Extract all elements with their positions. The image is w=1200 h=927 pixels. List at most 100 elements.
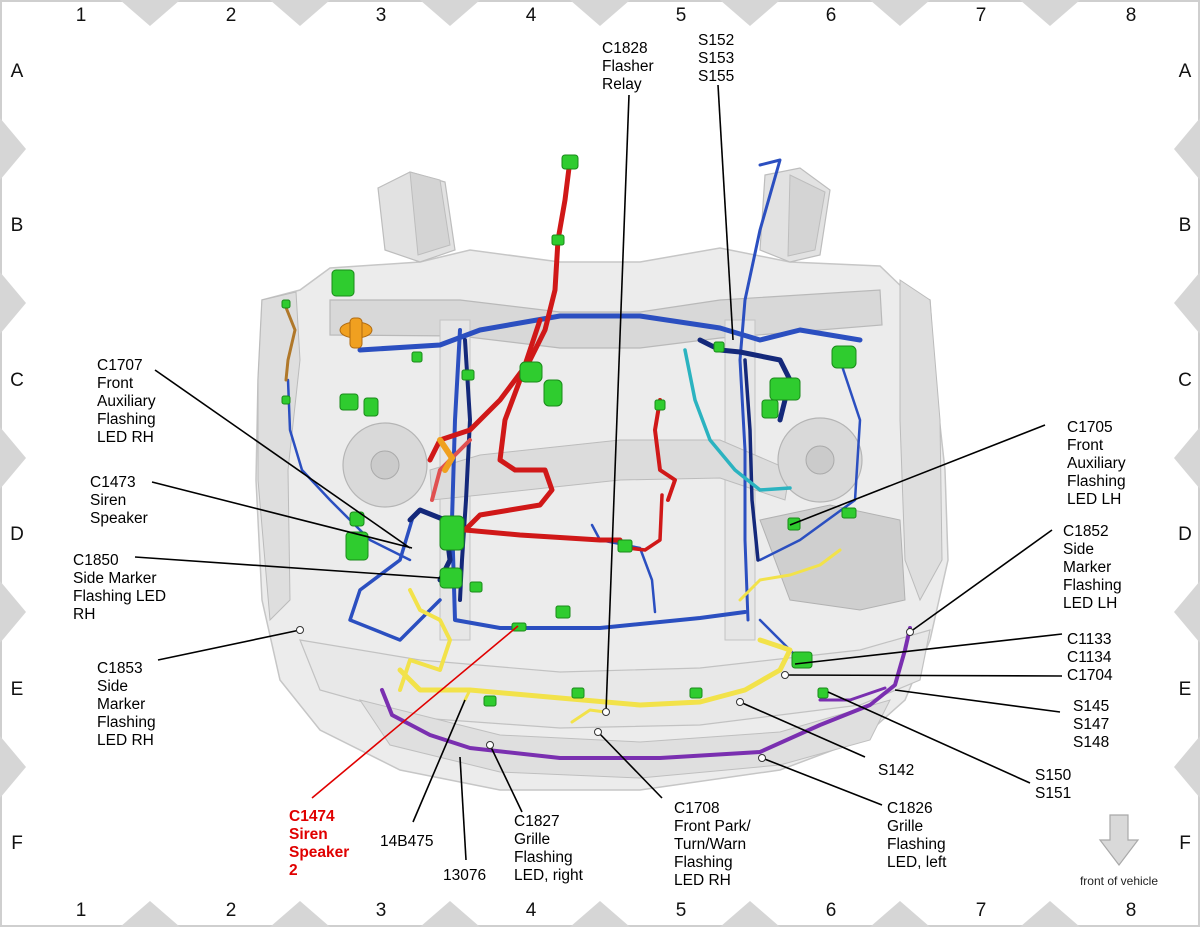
- front-of-vehicle-indicator: front of vehicle: [1080, 814, 1158, 888]
- svg-text:Side Marker: Side Marker: [73, 570, 157, 587]
- svg-text:LED LH: LED LH: [1063, 595, 1117, 612]
- callout-14b475: 14B475: [380, 833, 433, 850]
- svg-text:C1474: C1474: [289, 808, 335, 825]
- callout-s145-s147-s148: S145 S147 S148: [1073, 698, 1109, 751]
- grid-col-label: 8: [1126, 5, 1137, 26]
- grid-row-label: E: [1179, 679, 1192, 700]
- svg-text:Speaker: Speaker: [90, 510, 148, 527]
- svg-text:C1134: C1134: [1067, 649, 1112, 666]
- svg-text:2: 2: [289, 862, 298, 879]
- grid-row-label: A: [1179, 61, 1192, 82]
- svg-text:Flashing: Flashing: [1067, 473, 1126, 490]
- grid-col-label: 2: [226, 5, 237, 26]
- svg-text:LED RH: LED RH: [97, 429, 154, 446]
- svg-text:C1826: C1826: [887, 800, 933, 817]
- grid-row-label: D: [10, 524, 24, 545]
- anchor-dots: [296, 626, 914, 762]
- svg-text:Flashing: Flashing: [1063, 577, 1122, 594]
- grid-row-label: F: [1179, 833, 1191, 854]
- grid-col-label: 2: [226, 900, 237, 921]
- svg-text:Flasher: Flasher: [602, 58, 654, 75]
- grid-rows-right: A B C D E F: [1178, 61, 1192, 854]
- grid-col-label: 4: [526, 900, 537, 921]
- svg-text:C1708: C1708: [674, 800, 720, 817]
- grid-columns-top: 1 2 3 4 5 6 7 8: [76, 5, 1137, 26]
- grid-markers-bottom: [120, 901, 1080, 927]
- callout-c1827: C1827 Grille Flashing LED, right: [514, 813, 584, 884]
- grid-row-label: C: [1178, 370, 1192, 391]
- grid-markers-top: [120, 0, 1080, 26]
- svg-text:S155: S155: [698, 68, 734, 85]
- callout-c1850: C1850 Side Marker Flashing LED RH: [73, 552, 166, 623]
- svg-text:Side: Side: [1063, 541, 1094, 558]
- svg-text:C1133: C1133: [1067, 631, 1112, 648]
- callout-c1473: C1473 Siren Speaker: [90, 474, 148, 527]
- svg-text:C1850: C1850: [73, 552, 119, 569]
- callout-c1133-c1134-c1704: C1133 C1134 C1704: [1067, 631, 1113, 684]
- svg-text:13076: 13076: [443, 867, 486, 884]
- svg-text:Marker: Marker: [97, 696, 145, 713]
- grid-col-label: 7: [976, 5, 987, 26]
- leader-c1474: [311, 625, 519, 799]
- callout-c1708: C1708 Front Park/ Turn/Warn Flashing LED…: [674, 800, 751, 889]
- svg-text:S142: S142: [878, 762, 914, 779]
- grommet-orange: [339, 317, 373, 349]
- harness-cyan: [683, 348, 792, 492]
- svg-text:Front: Front: [1067, 437, 1104, 454]
- grid-col-label: 3: [376, 900, 387, 921]
- svg-text:RH: RH: [73, 606, 95, 623]
- vehicle-front-structure: [255, 167, 949, 791]
- grid-col-label: 3: [376, 5, 387, 26]
- svg-text:C1705: C1705: [1067, 419, 1113, 436]
- svg-text:14B475: 14B475: [380, 833, 433, 850]
- svg-text:C1852: C1852: [1063, 523, 1109, 540]
- svg-text:Flashing: Flashing: [674, 854, 733, 871]
- harness-purple: [380, 626, 912, 760]
- harness-yellow: [397, 548, 842, 724]
- grid-row-label: F: [11, 833, 23, 854]
- svg-text:Relay: Relay: [602, 76, 642, 93]
- connectors: [281, 154, 857, 707]
- svg-text:Flashing: Flashing: [97, 714, 156, 731]
- svg-text:Turn/Warn: Turn/Warn: [674, 836, 746, 853]
- grid-row-label: D: [1178, 524, 1192, 545]
- svg-text:LED, left: LED, left: [887, 854, 947, 871]
- grid-col-label: 8: [1126, 900, 1137, 921]
- svg-text:Front Park/: Front Park/: [674, 818, 751, 835]
- svg-text:Marker: Marker: [1063, 559, 1111, 576]
- svg-text:Auxiliary: Auxiliary: [1067, 455, 1126, 472]
- grid-row-label: E: [11, 679, 24, 700]
- svg-text:LED RH: LED RH: [674, 872, 731, 889]
- grid-col-label: 4: [526, 5, 537, 26]
- svg-text:LED, right: LED, right: [514, 867, 584, 884]
- down-arrow-icon: [1098, 814, 1140, 866]
- svg-text:Flashing: Flashing: [887, 836, 946, 853]
- svg-text:C1704: C1704: [1067, 667, 1113, 684]
- svg-text:C1853: C1853: [97, 660, 143, 677]
- grid-markers-left: [0, 118, 26, 798]
- grid-col-label: 1: [76, 5, 87, 26]
- callout-c1705: C1705 Front Auxiliary Flashing LED LH: [1067, 419, 1126, 508]
- svg-text:C1707: C1707: [97, 357, 143, 374]
- svg-text:C1827: C1827: [514, 813, 560, 830]
- svg-text:S153: S153: [698, 50, 734, 67]
- callout-c1828: C1828 Flasher Relay: [602, 40, 654, 93]
- grid-col-label: 5: [676, 5, 687, 26]
- svg-text:Speaker: Speaker: [289, 844, 349, 861]
- callout-s142: S142: [878, 762, 914, 779]
- grid-col-label: 1: [76, 900, 87, 921]
- svg-text:LED RH: LED RH: [97, 732, 154, 749]
- front-of-vehicle-label: front of vehicle: [1080, 874, 1158, 888]
- grid-col-label: 5: [676, 900, 687, 921]
- svg-text:Auxiliary: Auxiliary: [97, 393, 156, 410]
- callout-13076: 13076: [443, 867, 486, 884]
- svg-text:S147: S147: [1073, 716, 1109, 733]
- callout-c1474-highlighted: C1474 Siren Speaker 2: [289, 808, 349, 879]
- grid-col-label: 6: [826, 900, 837, 921]
- grid-row-label: C: [10, 370, 24, 391]
- svg-text:C1828: C1828: [602, 40, 648, 57]
- svg-text:S148: S148: [1073, 734, 1109, 751]
- grid-row-label: A: [11, 61, 24, 82]
- svg-text:Siren: Siren: [289, 826, 328, 843]
